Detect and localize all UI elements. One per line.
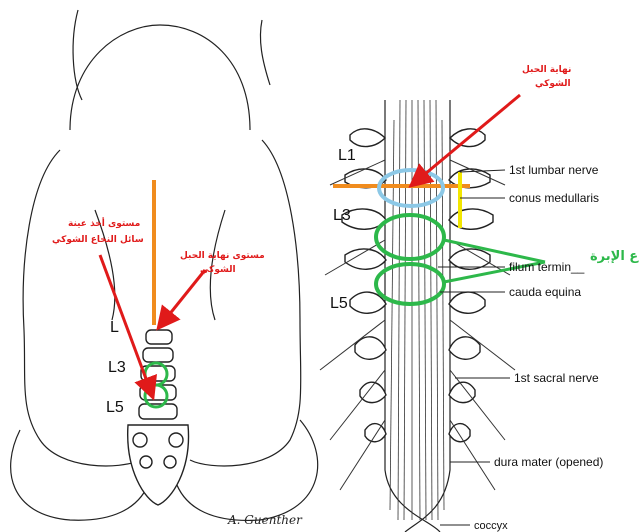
right-label-l5: L5 — [330, 295, 348, 312]
right-vertebrae — [342, 129, 493, 442]
needle-circle-lower — [376, 264, 444, 304]
ann-cord-end-line1: نهاية الحبل — [522, 65, 571, 75]
dura-sac — [385, 100, 450, 532]
artist-signature: A. Guenther — [227, 513, 303, 527]
label-cauda-equina: cauda equina — [509, 285, 581, 299]
right-illustration: L1 L3 L5 نهاية الحبل الشوكي ع الإبرة 1st… — [320, 65, 639, 532]
label-first-sacral-nerve: 1st sacral nerve — [514, 371, 599, 385]
left-label-l3: L3 — [108, 359, 126, 376]
right-label-l3: L3 — [333, 207, 351, 224]
infant-head — [70, 25, 250, 130]
cauda-equina-fibers — [390, 100, 444, 520]
spinal-end-arrow — [160, 270, 205, 326]
ann-spinal-end-line2: الشوكي — [200, 265, 236, 275]
label-conus-medullaris: conus medullaris — [509, 191, 599, 205]
label-coccyx: coccyx — [474, 520, 508, 532]
left-illustration: L L3 L5 مستوى نهاية الحبل الشوكي مستوى أ… — [11, 10, 318, 527]
ann-csf-line2: سائل النخاع الشوكي — [52, 235, 144, 245]
label-first-lumbar-nerve: 1st lumbar nerve — [509, 163, 599, 177]
label-dura-mater: dura mater (opened) — [494, 455, 603, 469]
ann-needle: ع الإبرة — [590, 249, 639, 264]
right-label-l1: L1 — [338, 147, 356, 164]
right-ear — [260, 20, 270, 85]
needle-circle-upper — [376, 215, 444, 259]
ann-csf-line1: مستوى أخذ عينة — [68, 217, 140, 229]
left-ear — [73, 10, 82, 100]
ann-cord-end-line2: الشوكي — [535, 79, 571, 89]
left-label-l5: L5 — [106, 399, 124, 416]
ann-spinal-end-line1: مستوى نهاية الحبل — [180, 251, 265, 261]
infant-body — [23, 150, 140, 466]
left-label-l: L — [110, 319, 119, 336]
label-filum-terminale: filum termin__ — [509, 260, 585, 274]
